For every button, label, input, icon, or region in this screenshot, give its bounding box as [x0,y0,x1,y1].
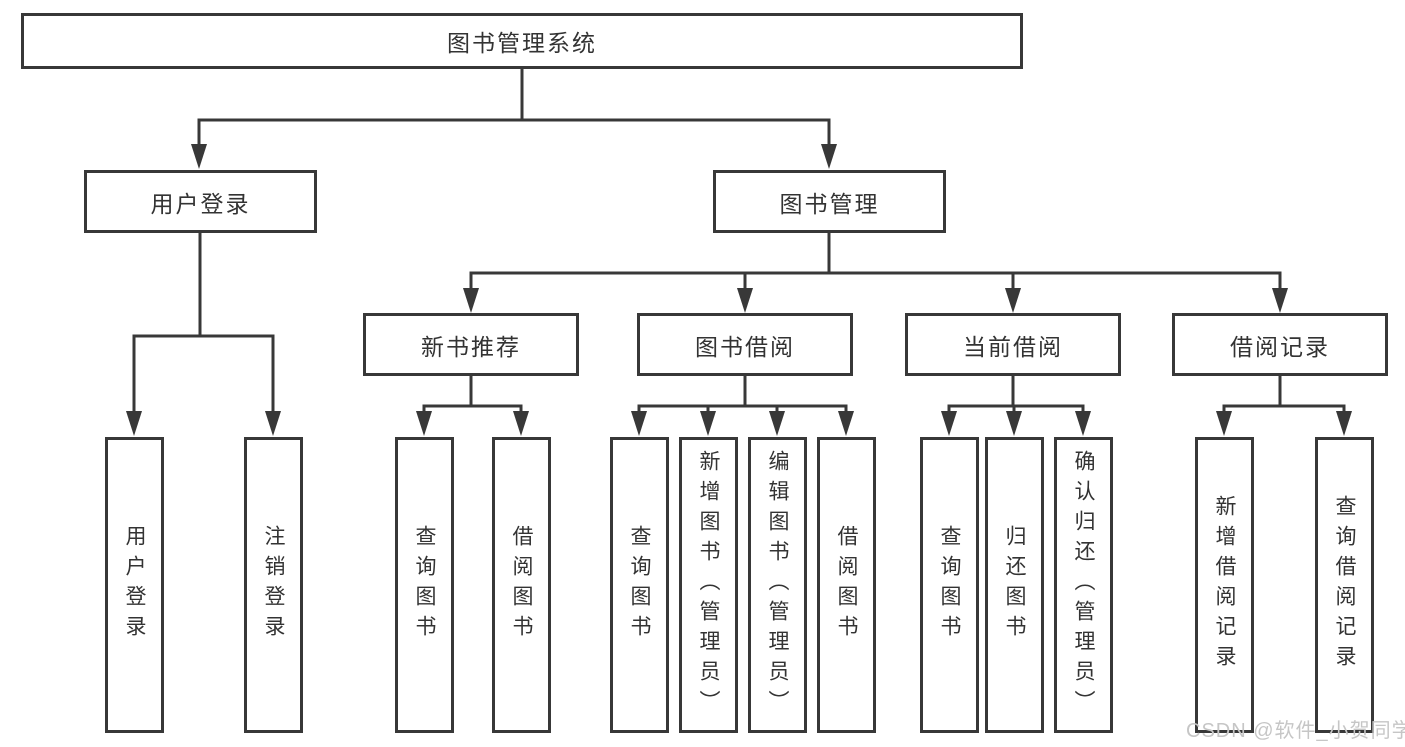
node-user-login: 用户登录 [84,170,317,233]
leaf-user-login-label: 用户登录 [123,525,146,645]
csdn-watermark: CSDN @软件_小贺同学 [1186,720,1405,742]
node-book-management: 图书管理 [713,170,946,233]
leaf-logout-label: 注销登录 [262,525,285,645]
leaf-query-book-borrow-label: 查询图书 [628,525,651,645]
leaf-borrow-book-recommend-label: 借阅图书 [510,525,533,645]
leaf-query-book-current-label: 查询图书 [938,525,961,645]
node-library-management-system: 图书管理系统 [21,13,1023,69]
leaf-borrow-book: 借阅图书 [817,437,876,733]
leaf-borrow-book-label: 借阅图书 [835,525,858,645]
node-current-borrow: 当前借阅 [905,313,1121,376]
leaf-confirm-return-admin-label: 确认归还（管理员） [1072,450,1095,720]
leaf-query-book-recommend-label: 查询图书 [413,525,436,645]
leaf-confirm-return-admin: 确认归还（管理员） [1054,437,1113,733]
leaf-return-book: 归还图书 [985,437,1044,733]
leaf-query-book-borrow: 查询图书 [610,437,669,733]
node-new-book-recommend: 新书推荐 [363,313,579,376]
leaf-add-book-admin-label: 新增图书（管理员） [697,450,720,720]
leaf-edit-book-admin-label: 编辑图书（管理员） [766,450,789,720]
leaf-add-book-admin: 新增图书（管理员） [679,437,738,733]
leaf-query-book-current: 查询图书 [920,437,979,733]
node-book-borrow: 图书借阅 [637,313,853,376]
leaf-borrow-book-recommend: 借阅图书 [492,437,551,733]
leaf-query-borrow-record: 查询借阅记录 [1315,437,1374,733]
leaf-query-book-recommend: 查询图书 [395,437,454,733]
leaf-add-borrow-record: 新增借阅记录 [1195,437,1254,733]
node-borrow-records: 借阅记录 [1172,313,1388,376]
leaf-query-borrow-record-label: 查询借阅记录 [1333,495,1356,675]
leaf-return-book-label: 归还图书 [1003,525,1026,645]
leaf-add-borrow-record-label: 新增借阅记录 [1213,495,1236,675]
leaf-edit-book-admin: 编辑图书（管理员） [748,437,807,733]
leaf-user-login: 用户登录 [105,437,164,733]
leaf-logout: 注销登录 [244,437,303,733]
